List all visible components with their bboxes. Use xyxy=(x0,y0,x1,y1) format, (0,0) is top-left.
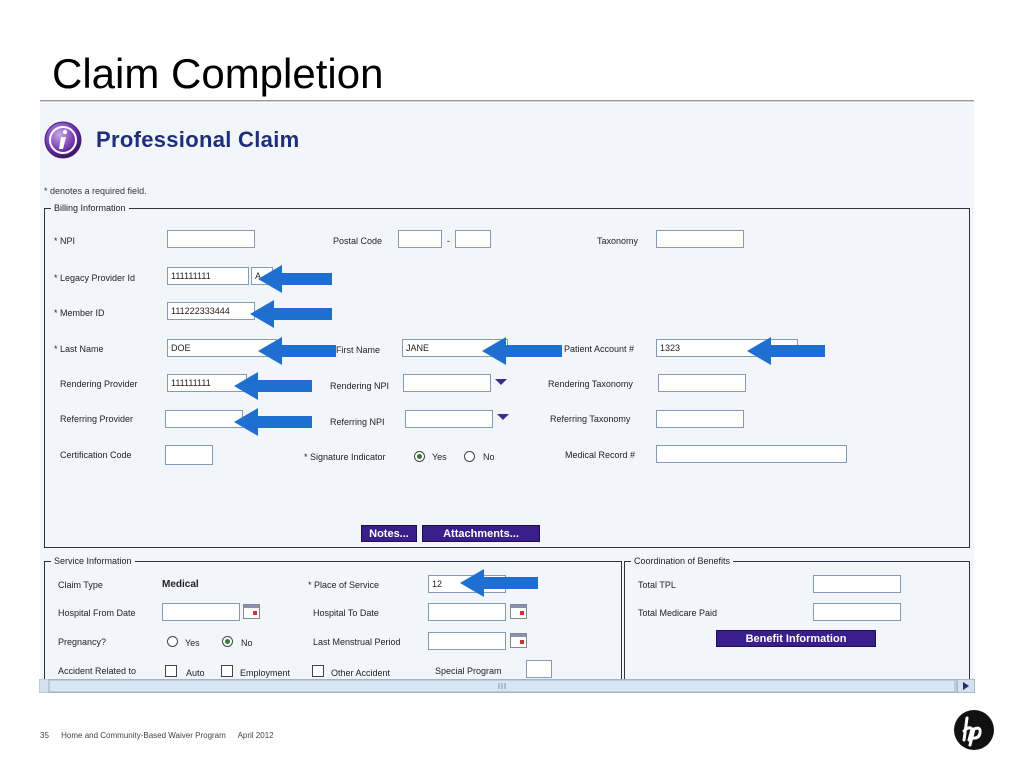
rendering-npi-input[interactable] xyxy=(403,374,491,392)
pregnancy-yes-radio[interactable] xyxy=(167,636,178,647)
claim-type-label: Claim Type xyxy=(58,580,103,590)
special-program-input[interactable] xyxy=(526,660,552,678)
legacy-provider-input[interactable]: 111111111 xyxy=(167,267,249,285)
member-id-label: * Member ID xyxy=(54,308,105,318)
taxonomy-input[interactable] xyxy=(656,230,744,248)
arrow-legacy-provider-icon xyxy=(258,265,332,293)
last-menstrual-period-input[interactable] xyxy=(428,632,506,650)
info-icon xyxy=(44,121,82,159)
postal-code-label: Postal Code xyxy=(333,236,383,246)
referring-taxonomy-input[interactable] xyxy=(656,410,744,428)
signature-no-label: No xyxy=(483,452,495,462)
coordination-of-benefits-section: Coordination of Benefits xyxy=(624,556,970,679)
pregnancy-yes-label: Yes xyxy=(185,638,200,648)
accident-other-label: Other Accident xyxy=(331,668,391,678)
rendering-taxonomy-label: Rendering Taxonomy xyxy=(548,379,633,389)
coordination-of-benefits-legend: Coordination of Benefits xyxy=(634,556,731,566)
signature-yes-radio[interactable] xyxy=(414,451,425,462)
last-name-label: * Last Name xyxy=(54,344,104,354)
rendering-taxonomy-input[interactable] xyxy=(658,374,746,392)
first-name-label: First Name xyxy=(336,345,381,355)
pregnancy-label: Pregnancy? xyxy=(58,637,107,647)
referring-provider-label: Referring Provider xyxy=(60,414,134,424)
taxonomy-label: Taxonomy xyxy=(597,236,639,246)
npi-input[interactable] xyxy=(167,230,255,248)
billing-information-legend: Billing Information xyxy=(54,203,126,213)
medical-record-label: Medical Record # xyxy=(565,450,636,460)
arrow-patient-account-icon xyxy=(747,337,825,365)
hospital-from-calendar-icon[interactable] xyxy=(243,604,260,619)
certification-code-input[interactable] xyxy=(165,445,213,465)
npi-label: * NPI xyxy=(54,236,76,246)
required-note: * denotes a required field. xyxy=(44,186,147,196)
accident-employment-checkbox[interactable] xyxy=(221,665,233,677)
benefit-information-button[interactable]: Benefit Information xyxy=(716,630,876,647)
title-divider xyxy=(40,100,974,101)
first-name-input[interactable]: JANE xyxy=(402,339,508,357)
arrow-member-id-icon xyxy=(250,300,332,328)
total-medicare-paid-label: Total Medicare Paid xyxy=(638,608,718,618)
service-information-section: Service Information xyxy=(44,556,622,679)
app-title: Professional Claim xyxy=(96,127,300,152)
signature-indicator-label: * Signature Indicator xyxy=(304,452,386,462)
accident-auto-checkbox[interactable] xyxy=(165,665,177,677)
claim-type-value: Medical xyxy=(162,579,199,590)
service-information-legend: Service Information xyxy=(54,556,132,566)
accident-related-label: Accident Related to xyxy=(58,666,137,676)
footer-page-number: 35 xyxy=(40,731,49,740)
referring-taxonomy-label: Referring Taxonomy xyxy=(550,414,631,424)
lmp-calendar-icon[interactable] xyxy=(510,633,527,648)
hospital-to-calendar-icon[interactable] xyxy=(510,604,527,619)
postal-code-ext-input[interactable] xyxy=(455,230,491,248)
place-of-service-label: * Place of Service xyxy=(308,580,380,590)
accident-employment-label: Employment xyxy=(240,668,291,678)
hospital-from-date-input[interactable] xyxy=(162,603,240,621)
horizontal-scrollbar[interactable] xyxy=(39,679,975,693)
hospital-from-date-label: Hospital From Date xyxy=(58,608,136,618)
referring-npi-dropdown-icon[interactable] xyxy=(497,414,509,420)
total-tpl-label: Total TPL xyxy=(638,580,676,590)
medical-record-input[interactable] xyxy=(656,445,847,463)
signature-no-radio[interactable] xyxy=(464,451,475,462)
slide-title: Claim Completion xyxy=(52,50,384,97)
app-screen: Professional Claim * denotes a required … xyxy=(40,103,974,679)
last-menstrual-period-label: Last Menstrual Period xyxy=(313,637,401,647)
hp-logo-icon xyxy=(954,710,994,750)
footer-date: April 2012 xyxy=(237,731,274,740)
arrow-last-name-icon xyxy=(258,337,336,365)
legacy-provider-label: * Legacy Provider Id xyxy=(54,273,136,283)
accident-auto-label: Auto xyxy=(186,668,205,678)
signature-yes-label: Yes xyxy=(432,452,447,462)
referring-npi-label: Referring NPI xyxy=(330,417,385,427)
rendering-npi-dropdown-icon[interactable] xyxy=(495,379,507,385)
pregnancy-no-label: No xyxy=(241,638,253,648)
postal-code-input[interactable] xyxy=(398,230,442,248)
accident-other-checkbox[interactable] xyxy=(312,665,324,677)
attachments-button[interactable]: Attachments... xyxy=(422,525,540,542)
special-program-label: Special Program xyxy=(435,666,502,676)
arrow-referring-provider-icon xyxy=(234,408,312,436)
notes-button[interactable]: Notes... xyxy=(361,525,417,542)
referring-npi-input[interactable] xyxy=(405,410,493,428)
total-tpl-input[interactable] xyxy=(813,575,901,593)
hospital-to-date-input[interactable] xyxy=(428,603,506,621)
postal-code-dash: - xyxy=(447,236,450,246)
slide-footer: 35 Home and Community-Based Waiver Progr… xyxy=(40,731,284,740)
arrow-first-name-icon xyxy=(482,337,562,365)
arrow-place-of-service-icon xyxy=(460,569,538,597)
referring-provider-input[interactable] xyxy=(165,410,243,428)
member-id-input[interactable]: 111222333444 xyxy=(167,302,255,320)
patient-account-label: Patient Account # xyxy=(564,344,635,354)
hospital-to-date-label: Hospital To Date xyxy=(313,608,379,618)
footer-program: Home and Community-Based Waiver Program xyxy=(61,731,226,740)
total-medicare-paid-input[interactable] xyxy=(813,603,901,621)
pregnancy-no-radio[interactable] xyxy=(222,636,233,647)
billing-information-section: Billing Information xyxy=(44,203,970,548)
certification-code-label: Certification Code xyxy=(60,450,132,460)
rendering-provider-label: Rendering Provider xyxy=(60,379,138,389)
arrow-rendering-provider-icon xyxy=(234,372,312,400)
rendering-npi-label: Rendering NPI xyxy=(330,381,390,391)
